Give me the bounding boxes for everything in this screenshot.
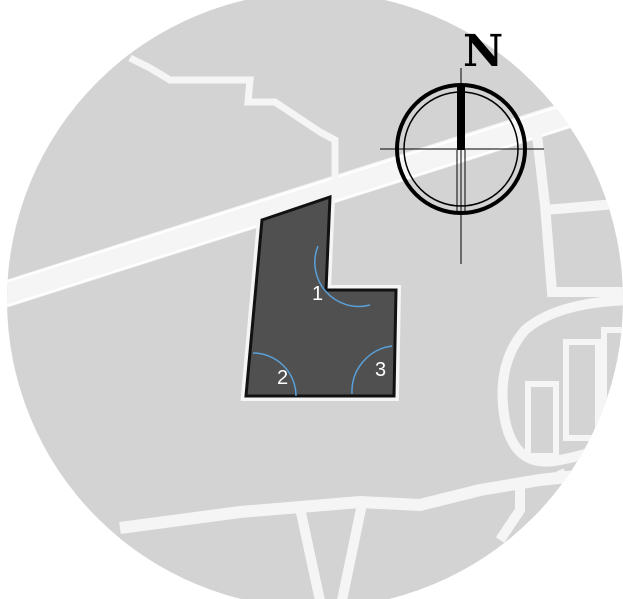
street-bottom-branch-2	[335, 502, 367, 599]
north-arrow-compass-icon	[380, 68, 544, 264]
street-upper-left	[128, 54, 339, 190]
corner-arc-1	[314, 245, 371, 308]
street-bottom	[119, 464, 623, 534]
corner-arc-3	[351, 345, 393, 395]
main-road	[7, 78, 623, 313]
corner-arc-2	[252, 352, 297, 397]
corner-label-1: 1	[312, 283, 323, 305]
site-plot	[244, 194, 398, 398]
corner-label-3: 3	[375, 359, 386, 381]
street-bottom-branch	[295, 506, 327, 599]
corner-label-2: 2	[277, 367, 288, 389]
north-label: N	[463, 26, 503, 77]
